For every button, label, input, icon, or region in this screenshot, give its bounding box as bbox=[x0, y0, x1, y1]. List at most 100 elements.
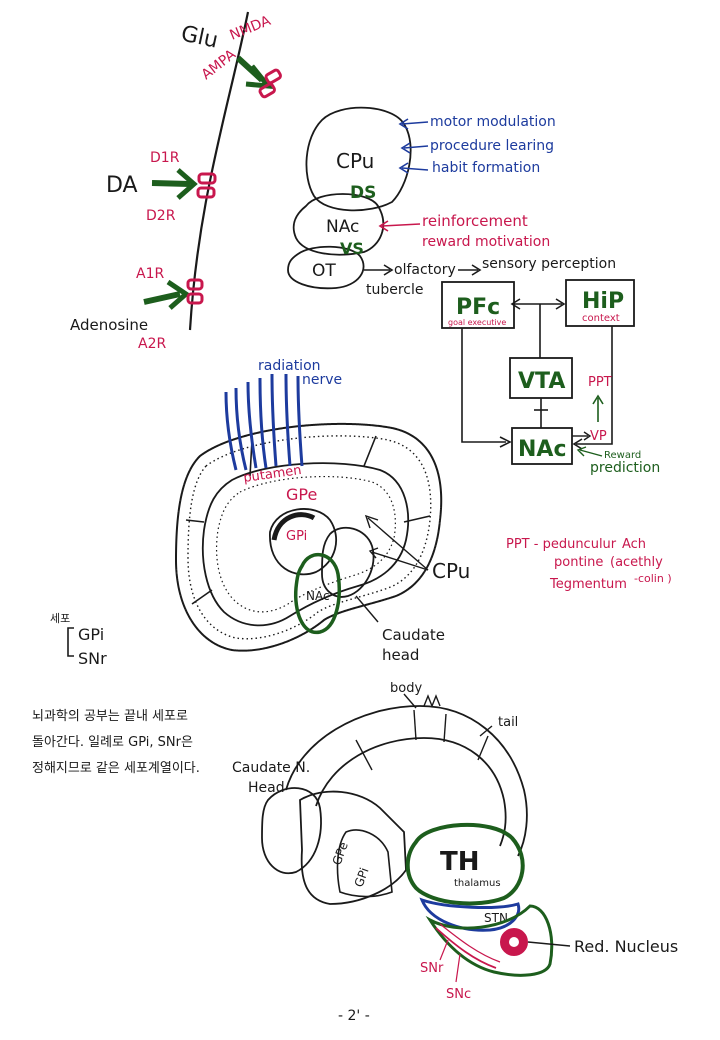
cpu-arrow-1 bbox=[371, 551, 429, 571]
procedure-arrow bbox=[403, 145, 429, 149]
hip-to-nac-arrow-head bbox=[572, 438, 583, 450]
habit-arrow bbox=[401, 167, 429, 171]
caudate-arrow bbox=[355, 595, 379, 623]
coronal-inner-dots bbox=[215, 475, 396, 613]
caudate-head-label: head bbox=[382, 646, 419, 664]
ot-label: OT bbox=[312, 261, 336, 281]
da-arrow-head bbox=[176, 168, 198, 200]
hip-to-nac-line bbox=[576, 326, 613, 445]
adenosine-arrow-head bbox=[166, 279, 191, 310]
adenosine-label: Adenosine bbox=[70, 316, 148, 334]
ampa-receptor-icon bbox=[258, 82, 276, 99]
olfactory-label: olfactory bbox=[394, 262, 456, 278]
page-number: - 2' - bbox=[338, 1008, 370, 1024]
ppt-note-line2: pontine bbox=[554, 555, 603, 570]
habit-arrow-head bbox=[398, 162, 409, 174]
snc-lateral-label: SNc bbox=[446, 987, 471, 1002]
coronal-section: radiation nerve putamen GPe GPi NAc CPu … bbox=[174, 358, 470, 664]
korean-note-line-2: 돌아간다. 일례로 GPi, SNr은 bbox=[32, 735, 193, 750]
cpu-region bbox=[321, 526, 375, 598]
cpu-arrow-2-head bbox=[364, 514, 379, 529]
snr-lateral-label: SNr bbox=[420, 961, 444, 976]
gpe-lateral-label: GPe bbox=[330, 840, 351, 867]
da-label: DA bbox=[106, 173, 138, 198]
procedure-learning-label: procedure learing bbox=[430, 138, 554, 154]
th-label: TH bbox=[440, 847, 480, 877]
side-note-snr: SNr bbox=[78, 649, 107, 668]
olfactory-arrow-head bbox=[383, 264, 394, 276]
motor-arrow bbox=[401, 121, 429, 125]
radiation-label: radiation bbox=[258, 358, 321, 374]
snc-line bbox=[439, 923, 501, 963]
nac-green-blob bbox=[293, 552, 341, 635]
nac-coronal-label: NAc bbox=[306, 589, 330, 603]
gp-outline bbox=[336, 829, 393, 898]
side-note-gpi: GPi bbox=[78, 625, 104, 644]
arch-nerve-ticks bbox=[423, 694, 441, 708]
tubercle-label: tubercle bbox=[366, 282, 424, 298]
side-note-bracket bbox=[67, 627, 74, 657]
tail-label: tail bbox=[498, 715, 518, 730]
sensory-perception-label: sensory perception bbox=[482, 256, 616, 272]
vta-label: VTA bbox=[518, 369, 565, 394]
coronal-divider-4 bbox=[191, 589, 213, 605]
ppt-note-acet: (acethly bbox=[610, 555, 663, 570]
d1r-label: D1R bbox=[150, 150, 180, 166]
arch-segment-1 bbox=[355, 739, 373, 771]
caudate-arch-inner bbox=[315, 737, 507, 847]
ds-label: DS bbox=[350, 183, 376, 203]
receptor-section: Glu NMDA AMPA D1R DA D2R A1R Adenosine A… bbox=[70, 11, 282, 352]
pfc-label: PFc bbox=[456, 295, 500, 320]
snc-pointer bbox=[455, 953, 461, 983]
a1r-label: A1R bbox=[136, 266, 164, 282]
caudate-n-head-label: Head bbox=[248, 780, 285, 796]
reinforcement-label: reinforcement bbox=[422, 212, 528, 230]
a2r-receptor-icon bbox=[186, 292, 204, 305]
cpu-coronal-label: CPu bbox=[432, 559, 470, 583]
thalamus-blob bbox=[405, 822, 525, 906]
red-nucleus-label: Red. Nucleus bbox=[574, 937, 678, 956]
gpe-label: GPe bbox=[286, 485, 317, 504]
nac-circuit-box bbox=[511, 427, 573, 465]
caudate-n-label: Caudate N. bbox=[232, 760, 310, 776]
korean-note-line-3: 정해지므로 같은 세포계열이다. bbox=[32, 761, 200, 776]
nac-to-vp-arrow-head bbox=[583, 431, 592, 441]
gpi-lateral-label: GPi bbox=[352, 866, 372, 889]
nac-blob bbox=[292, 193, 385, 256]
cpu-label: CPu bbox=[336, 149, 374, 173]
adenosine-arrow bbox=[143, 291, 181, 305]
vp-to-ppt-arrow-head bbox=[592, 394, 604, 405]
cpu-arrow-1-head bbox=[368, 547, 379, 559]
motor-modulation-label: motor modulation bbox=[430, 114, 556, 130]
ot-blob bbox=[287, 245, 365, 290]
reward-motivation-label: reward motivation bbox=[422, 234, 550, 250]
caudate-head-blob bbox=[261, 787, 322, 875]
nmda-label: NMDA bbox=[228, 13, 274, 44]
d1r-receptor-icon bbox=[197, 172, 217, 185]
caudate-label: Caudate bbox=[382, 626, 445, 644]
vs-label: VS bbox=[340, 239, 364, 258]
reward-arrow-head bbox=[576, 446, 587, 457]
korean-note: 뇌과학의 공부는 끝내 세포로 돌아간다. 일례로 GPi, SNr은 정해지므… bbox=[32, 709, 200, 776]
red-nucleus-core bbox=[509, 937, 519, 947]
motor-arrow-head bbox=[398, 118, 409, 130]
pfc-to-nac-arrow-head bbox=[499, 436, 512, 448]
radiation-nerve-lines bbox=[224, 373, 304, 471]
sensory-arrow-head bbox=[471, 264, 482, 276]
stn-blob bbox=[419, 897, 521, 932]
hip-sub-label: context bbox=[582, 313, 620, 324]
side-note: 세포 GPi SNr bbox=[50, 612, 107, 668]
snr-pointer bbox=[439, 939, 449, 961]
circuit-section: PFc goal executive HiP context VTA NAc V… bbox=[441, 279, 660, 476]
da-arrow bbox=[151, 180, 191, 187]
snr-line bbox=[435, 927, 497, 969]
pfc-to-nac-line bbox=[461, 328, 506, 443]
a2r-label: A2R bbox=[138, 336, 166, 352]
body-label: body bbox=[390, 681, 422, 696]
procedure-arrow-head bbox=[400, 142, 411, 154]
striatum-section: CPu DS NAc VS OT motor modulation proced… bbox=[287, 106, 616, 298]
ppt-note-line1: PPT - pedunculur bbox=[506, 537, 617, 552]
nac-stack-label: NAc bbox=[326, 217, 359, 237]
korean-note-line-1: 뇌과학의 공부는 끝내 세포로 bbox=[32, 709, 188, 724]
